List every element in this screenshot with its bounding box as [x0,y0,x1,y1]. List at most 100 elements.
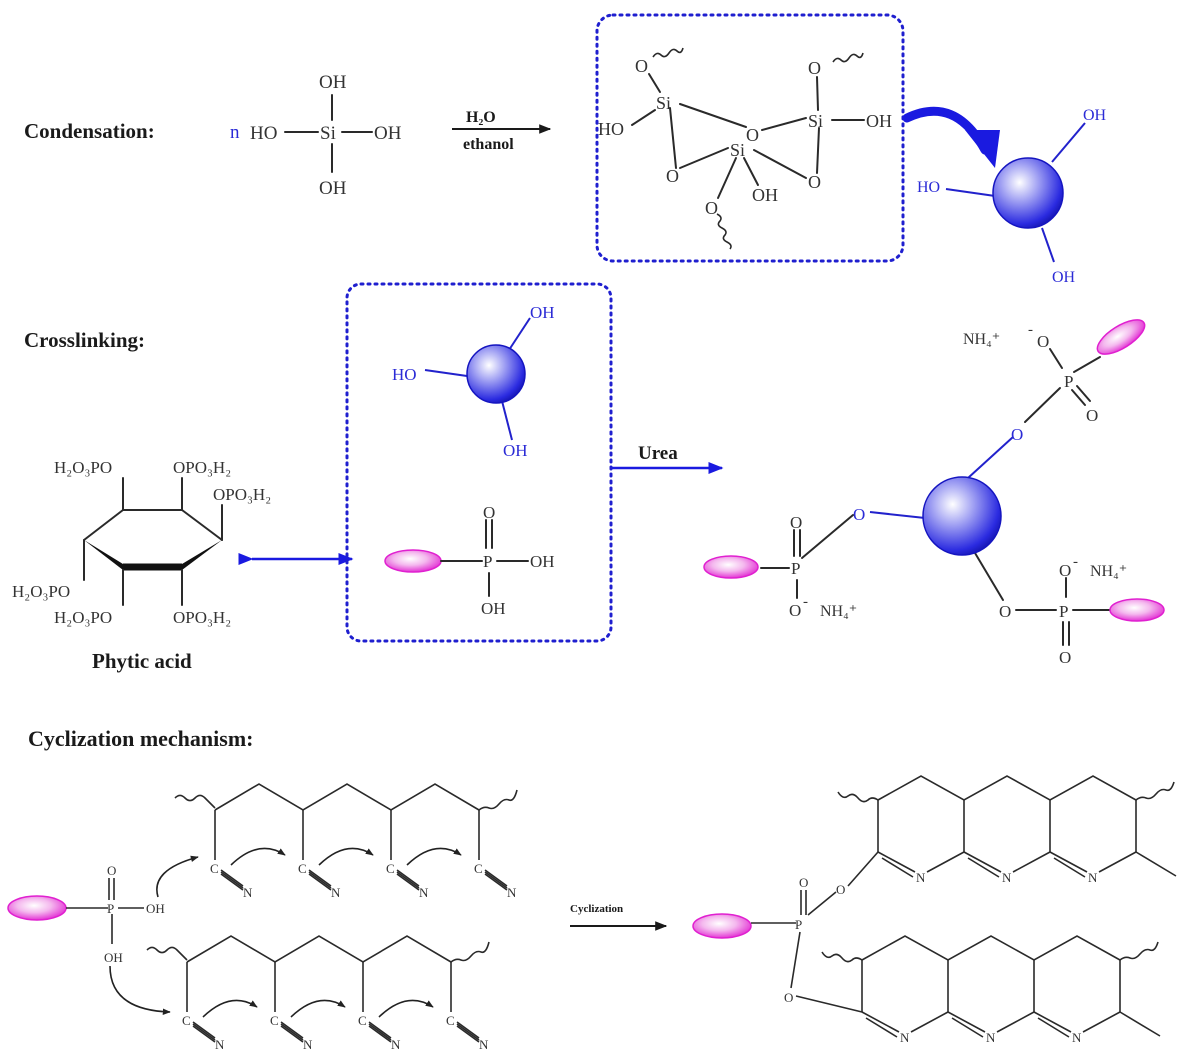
bond [181,509,223,541]
counter-ion: NH₄⁺ [1090,563,1127,580]
bond [1076,385,1091,402]
atom-o: O [107,863,116,878]
dotted-box [595,13,905,263]
atom-o: O [1011,425,1023,444]
atom-n: N [900,1030,910,1045]
bond [790,931,801,989]
atom-n: N [986,1030,996,1045]
bond [669,107,677,169]
group-label: OPO₃H₂ [173,608,231,627]
wavy-bond [652,47,684,58]
atom-c: C [474,861,483,876]
atom-c: C [386,861,395,876]
atom-o: O [746,125,759,145]
polymer-backbone [186,935,452,963]
bond [795,995,863,1013]
condensation-section: Condensation: n HO Si OH OH OH H₂O ethan… [24,13,1107,286]
atom-oh: OH [104,950,123,965]
arrow-head [965,130,1000,168]
wavy-bond [1119,941,1159,961]
atom-p: P [791,559,800,578]
electron-arrow [109,965,171,1015]
double-bond [881,857,914,878]
triple-bond [456,1023,480,1041]
bond [910,1011,949,1033]
bond [947,1011,986,1033]
cyclization-heading: Cyclization mechanism: [28,726,253,751]
triple-bond [368,1023,392,1041]
atom-o: O [853,505,865,524]
bond [807,891,837,916]
double-bond [1037,1017,1070,1038]
atom-o: O [1059,561,1071,580]
organic-group-ellipse [1096,319,1146,355]
wavy-bond [832,52,864,63]
electron-arrow [406,847,462,866]
atom-oh: OH [146,901,165,916]
atom-o: O [799,875,808,890]
atom-oh: OH [530,552,555,571]
atom-c: C [358,1013,367,1028]
bond [847,851,879,887]
atom-o: O [808,58,821,78]
bond [679,103,747,128]
atom-n: N [507,885,517,900]
crosslinking-section: Crosslinking: H₂O₃PO OPO₃H₂ OPO₃H₂ H₂O₃P… [12,282,1165,673]
atom-c: C [210,861,219,876]
silica-sphere [466,344,526,404]
bond [816,76,819,111]
atom-si: Si [808,111,823,131]
bond [753,149,807,179]
bond [1033,1011,1072,1033]
atom-ho: HO [250,123,277,144]
bond [679,147,729,169]
coefficient-n: n [230,122,240,143]
reagent-label: Urea [638,443,678,464]
crosslinking-heading: Crosslinking: [24,328,145,352]
bond [1049,348,1063,369]
wavy-bond [1135,781,1175,801]
bond [631,109,656,126]
atom-p: P [1059,602,1068,621]
phytic-acid: H₂O₃PO OPO₃H₂ OPO₃H₂ H₂O₃PO H₂O₃PO OPO₃H… [12,458,271,673]
cyclization-arrow: Cyclization [570,903,668,931]
atom-o: O [790,513,802,532]
group-label: H₂O₃PO [54,608,112,627]
triple-bond [456,1021,480,1039]
ring-top-edge [877,775,1137,801]
electron-arrow [230,847,286,866]
bond [1098,851,1137,873]
bond [1012,851,1051,873]
bond [1041,227,1055,263]
methyl-bond [1119,1011,1161,1037]
triple-bond [280,1023,304,1041]
atom-oh: OH [503,441,528,460]
triple-bond [396,873,420,891]
triple-bond [456,1025,480,1043]
silica-sphere [992,157,1064,229]
atom-c: C [270,1013,279,1028]
cyclization-section: Cyclization mechanism: P OH O OH C N C N C N C… [7,726,1177,1049]
atom-n: N [215,1037,225,1049]
dotted-box [345,282,613,643]
bond [996,1011,1035,1033]
atom-o: O [836,882,845,897]
bond [83,509,124,541]
atom-o: O [1037,332,1049,351]
bond [1024,387,1061,423]
wavy-bond [716,213,732,250]
arrow-label-h2o: H₂O [466,109,496,126]
triple-bond [368,1025,392,1043]
atom-n: N [243,885,253,900]
electron-arrow [290,999,346,1018]
electron-arrow [318,847,374,866]
atom-p: P [795,917,802,932]
atom-oh: OH [752,185,778,205]
bond [926,851,965,873]
crosslinked-product: O O O P O - NH₄⁺ O P O O - N [703,319,1165,667]
bond [1051,122,1086,163]
bond [963,851,1002,873]
organic-group-ellipse [7,895,67,921]
triple-bond [308,873,332,891]
